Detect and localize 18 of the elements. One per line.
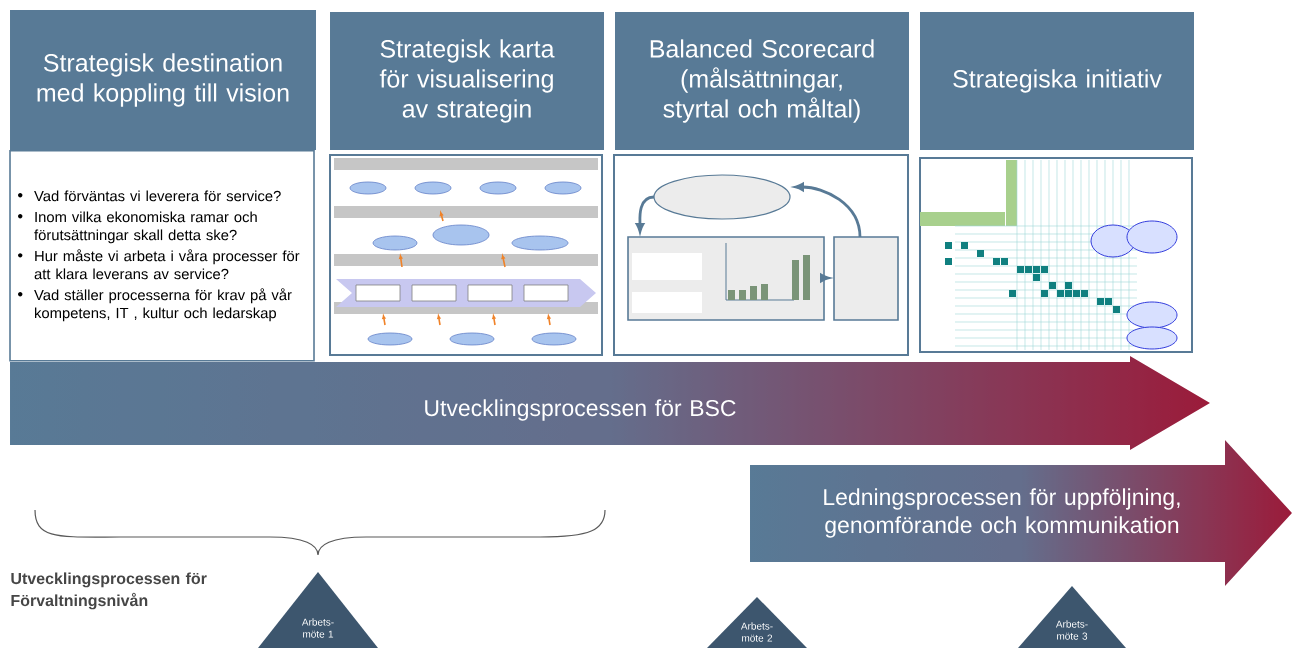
process-arrow: Ledningsprocessen för uppföljning, genomförande och kommunikation bbox=[824, 488, 1180, 538]
initiative-matrix-drawing bbox=[919, 157, 1193, 353]
side-label: Utvecklingsprocessen för Förvaltningsnivån bbox=[11, 572, 207, 610]
scorecard-drawing bbox=[613, 154, 909, 356]
meeting-triangle: Arbets- möte 1 bbox=[258, 572, 378, 648]
header-box: Balanced Scorecard (målsättningar, styrtal och måltal) bbox=[615, 12, 909, 150]
header-box: Strategiska initiativ bbox=[920, 12, 1194, 150]
bullet-item: Inom vilka ekonomiska ramar och förutsättningar skall detta ske? bbox=[18, 211, 257, 244]
bullet-item: Vad förväntas vi leverera för service? bbox=[18, 190, 281, 202]
text-box bbox=[9, 150, 315, 362]
header-box: Strategisk destination med koppling till vision bbox=[10, 10, 316, 150]
meeting-triangle: Arbets- möte 2 bbox=[707, 597, 807, 648]
process-arrow: Utvecklingsprocessen för BSC bbox=[425, 399, 736, 421]
header-box: Strategisk karta för visualisering av strategin bbox=[330, 12, 604, 150]
strategy-map-drawing bbox=[329, 154, 603, 356]
meeting-triangle: Arbets- möte 3 bbox=[1018, 586, 1126, 648]
bullet-item: Hur måste vi arbeta i våra processer för att klara leverans av service? bbox=[18, 249, 300, 280]
bullet-item: Vad ställer processerna för krav på vår kompetens, IT , kultur och ledarskap bbox=[18, 288, 292, 322]
